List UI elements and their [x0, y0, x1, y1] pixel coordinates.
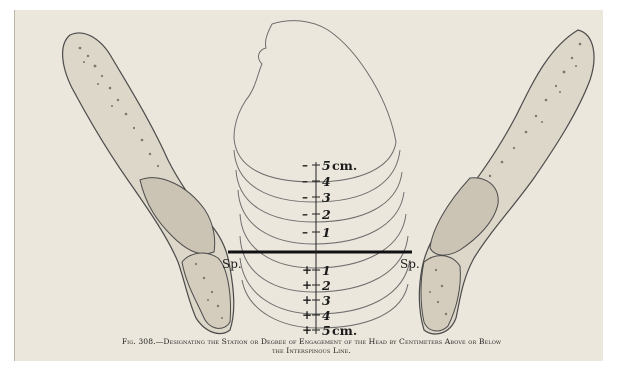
station-curve [234, 150, 400, 202]
scale-value-below-3: 4 [322, 308, 331, 323]
scale-sign-above-1: – [302, 174, 308, 188]
left-pelvic-bone [63, 33, 234, 334]
scale-sign-above-2: – [302, 190, 308, 204]
scale-value-below-0: 1 [322, 263, 331, 278]
scale-value-above-1: 4 [322, 174, 331, 189]
page-margin [603, 0, 621, 371]
caption-line-2: the Interspinous Line. [14, 346, 609, 355]
scale-sign-below-3: + [302, 308, 312, 322]
scale-sign-below-0: + [302, 263, 312, 277]
scale-value-above-2: 3 [322, 190, 331, 205]
station-curve [234, 138, 396, 182]
scale-value-above-4: 1 [322, 225, 331, 240]
scale-value-above-0: 5 [322, 158, 331, 173]
station-curve [238, 190, 404, 244]
left-spine-label: Sp. [222, 257, 242, 271]
right-spine-label: Sp. [400, 257, 420, 271]
scale-value-above-3: 2 [321, 207, 331, 222]
fetal-head-outline [234, 21, 396, 142]
scale-unit-above-0: cm. [332, 158, 357, 173]
caption-line-1: Fig. 308.—Designating the Station or Deg… [14, 337, 609, 346]
scale-unit-below-4: cm. [332, 323, 357, 338]
scale-value-below-2: 3 [322, 293, 331, 308]
scale-sign-below-4: + [302, 323, 312, 337]
scale-sign-above-0: – [302, 158, 308, 172]
scale-sign-below-1: + [302, 278, 312, 292]
figure-caption: Fig. 308.—Designating the Station or Deg… [14, 337, 609, 355]
scale-value-below-1: 2 [321, 278, 331, 293]
scale-sign-below-2: + [302, 293, 312, 307]
scale-sign-above-3: – [302, 207, 308, 221]
scale-value-below-4: 5 [322, 323, 331, 338]
scale-sign-above-4: – [302, 225, 308, 239]
right-inner-bone [430, 178, 498, 255]
right-pelvic-bone [419, 30, 594, 334]
